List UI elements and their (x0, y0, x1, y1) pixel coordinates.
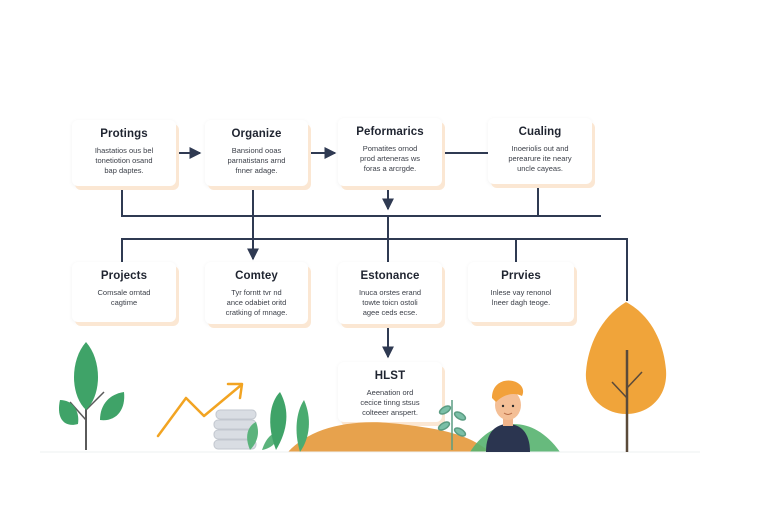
node-peformarics: Peformarics Pomatites ornod prod artener… (338, 118, 442, 186)
node-description: Inoeriolis out and perearure ite neary u… (508, 144, 572, 173)
node-description: Bansiond ooas parnatistans arnd fnner ad… (227, 146, 286, 175)
node-title: Protings (100, 128, 148, 140)
node-title: Cualing (518, 126, 562, 138)
node-estonance: Estonance Inuca orstes erand towte toicn… (338, 262, 442, 324)
node-description: Tyr forntt tvr nd ance odabiet oritd cra… (225, 288, 288, 317)
node-title: Peformarics (356, 126, 424, 138)
node-title: Prrvies (501, 270, 541, 282)
node-protings: Protings Ihastatios ous bel tonetiotion … (72, 120, 176, 186)
node-description: Inlese vay renonol lneer dagh teoge. (490, 288, 552, 307)
node-title: HLST (374, 370, 406, 382)
node-comtey: Comtey Tyr forntt tvr nd ance odabiet or… (205, 262, 308, 324)
node-title: Organize (231, 128, 282, 140)
node-title: Projects (100, 270, 148, 282)
node-projects: Projects Comsale orntad cagtime (72, 262, 176, 322)
node-title: Comtey (235, 270, 278, 282)
node-title: Estonance (360, 270, 420, 282)
node-description: Aeenation ord cecice tinng stsus colteee… (360, 388, 420, 417)
node-organize: Organize Bansiond ooas parnatistans arnd… (205, 120, 308, 186)
node-cualing: Cualing Inoeriolis out and perearure ite… (488, 118, 592, 184)
node-hist: HLST Aeenation ord cecice tinng stsus co… (338, 362, 442, 422)
node-description: Comsale orntad cagtime (97, 288, 151, 307)
node-description: Inuca orstes erand towte toicn ostoli ag… (358, 288, 422, 317)
node-description: Ihastatios ous bel tonetiotion osand bap… (94, 146, 154, 175)
node-description: Pomatites ornod prod arteneras ws foras … (359, 144, 421, 173)
node-prrvies: Prrvies Inlese vay renonol lneer dagh te… (468, 262, 574, 322)
